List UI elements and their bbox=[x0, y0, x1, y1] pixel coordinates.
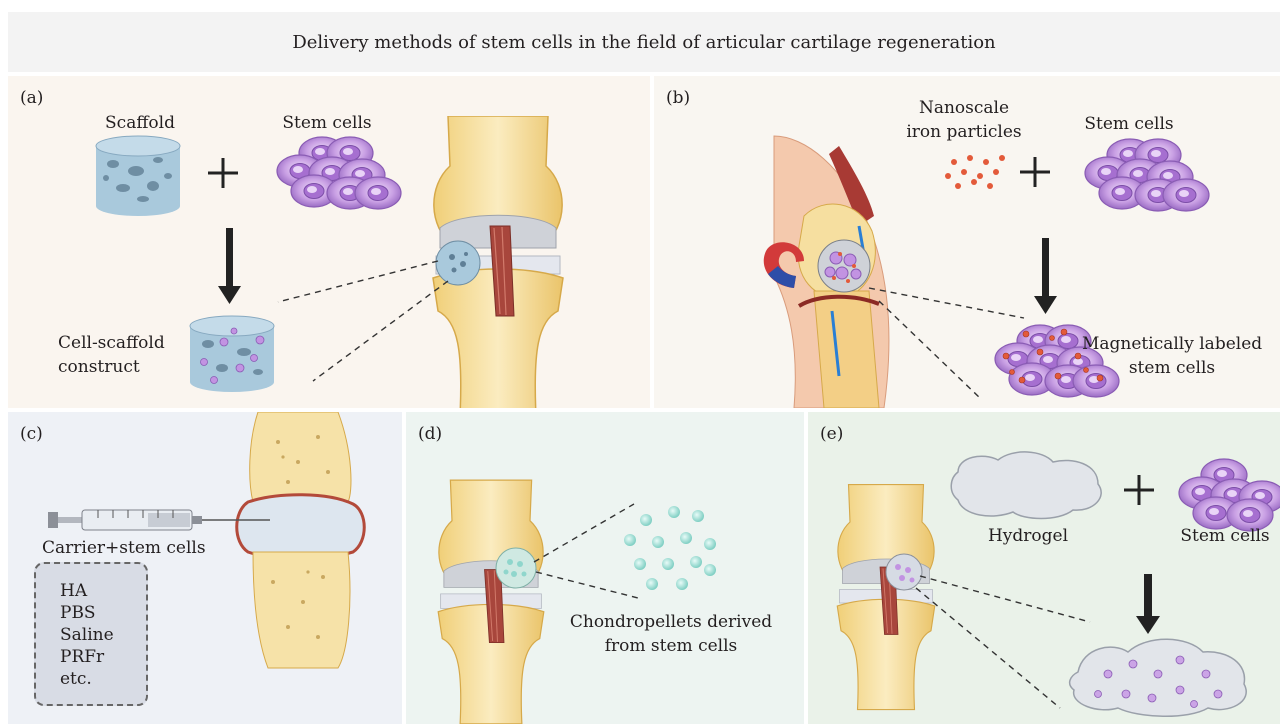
stem-cells-label: Stem cells bbox=[272, 113, 382, 134]
hydrogel-blob bbox=[951, 452, 1101, 519]
cell-scaffold-construct bbox=[190, 316, 274, 392]
plus-sign bbox=[1020, 157, 1050, 187]
panel-letter: (b) bbox=[666, 88, 690, 108]
carrier-option: PRFr bbox=[60, 646, 114, 668]
zoom-lines bbox=[916, 576, 1090, 708]
knee-joint bbox=[438, 480, 544, 724]
construct-label-line2: construct bbox=[58, 357, 140, 378]
chondropellets bbox=[624, 506, 716, 590]
labeled-cells-label-line2: stem cells bbox=[1082, 358, 1262, 379]
zoom-lines bbox=[534, 504, 638, 598]
carrier-option: etc. bbox=[60, 668, 114, 690]
panel-letter: (e) bbox=[820, 424, 843, 444]
carrier-option: Saline bbox=[60, 624, 114, 646]
zoom-lines bbox=[869, 288, 1024, 398]
knee-joint bbox=[433, 116, 563, 408]
stem-cell-cluster bbox=[1179, 459, 1280, 531]
panel-letter: (c) bbox=[20, 424, 43, 444]
zoom-lines bbox=[278, 261, 448, 381]
construct-label-line1: Cell-scaffold bbox=[58, 333, 165, 354]
hydrogel-label: Hydrogel bbox=[968, 526, 1088, 547]
joint-cross-section bbox=[237, 412, 365, 668]
panel-e-illustration bbox=[808, 412, 1280, 724]
carrier-label: Carrier+stem cells bbox=[42, 538, 206, 559]
knee-sagittal bbox=[774, 136, 889, 408]
iron-label-line2: iron particles bbox=[904, 122, 1024, 143]
chondropellets-label-line1: Chondropellets derived bbox=[556, 612, 786, 633]
panel-d: (d) Chondropellets derived from stem cel… bbox=[406, 412, 804, 724]
carrier-option: HA bbox=[60, 580, 114, 602]
plus-sign bbox=[208, 158, 238, 188]
stem-cells-label: Stem cells bbox=[1170, 526, 1280, 547]
panel-a: (a) Scaffold Stem cells Cell-scaffold co… bbox=[8, 76, 650, 408]
down-arrow bbox=[1034, 238, 1057, 314]
cell-laden-hydrogel bbox=[1070, 639, 1247, 716]
chondropellets-label-line2: from stem cells bbox=[556, 636, 786, 657]
panel-b: (b) Nanoscale iron particles Stem cells … bbox=[654, 76, 1280, 408]
carrier-option: PBS bbox=[60, 602, 114, 624]
carrier-options-list: HA PBS Saline PRFr etc. bbox=[60, 580, 114, 690]
iron-label-line1: Nanoscale bbox=[904, 98, 1024, 119]
plus-sign bbox=[1124, 475, 1154, 505]
labeled-cells-label-line1: Magnetically labeled bbox=[1082, 334, 1262, 355]
panel-letter: (d) bbox=[418, 424, 442, 444]
stem-cells-label: Stem cells bbox=[1074, 114, 1184, 135]
panel-letter: (a) bbox=[20, 88, 43, 108]
panel-d-illustration bbox=[406, 412, 804, 724]
panel-c: (c) Carrier+stem cells HA PBS Saline PRF… bbox=[8, 412, 402, 724]
stem-cell-cluster bbox=[277, 137, 401, 209]
stem-cell-cluster bbox=[1085, 139, 1209, 211]
down-arrow bbox=[218, 228, 241, 304]
knee-joint bbox=[837, 485, 935, 710]
panel-e: (e) Hydrogel Stem cells bbox=[808, 412, 1280, 724]
iron-particles bbox=[945, 155, 1005, 189]
scaffold-cylinder bbox=[96, 136, 180, 216]
figure-title: Delivery methods of stem cells in the fi… bbox=[8, 12, 1280, 72]
scaffold-label: Scaffold bbox=[92, 113, 188, 134]
down-arrow bbox=[1136, 574, 1160, 634]
